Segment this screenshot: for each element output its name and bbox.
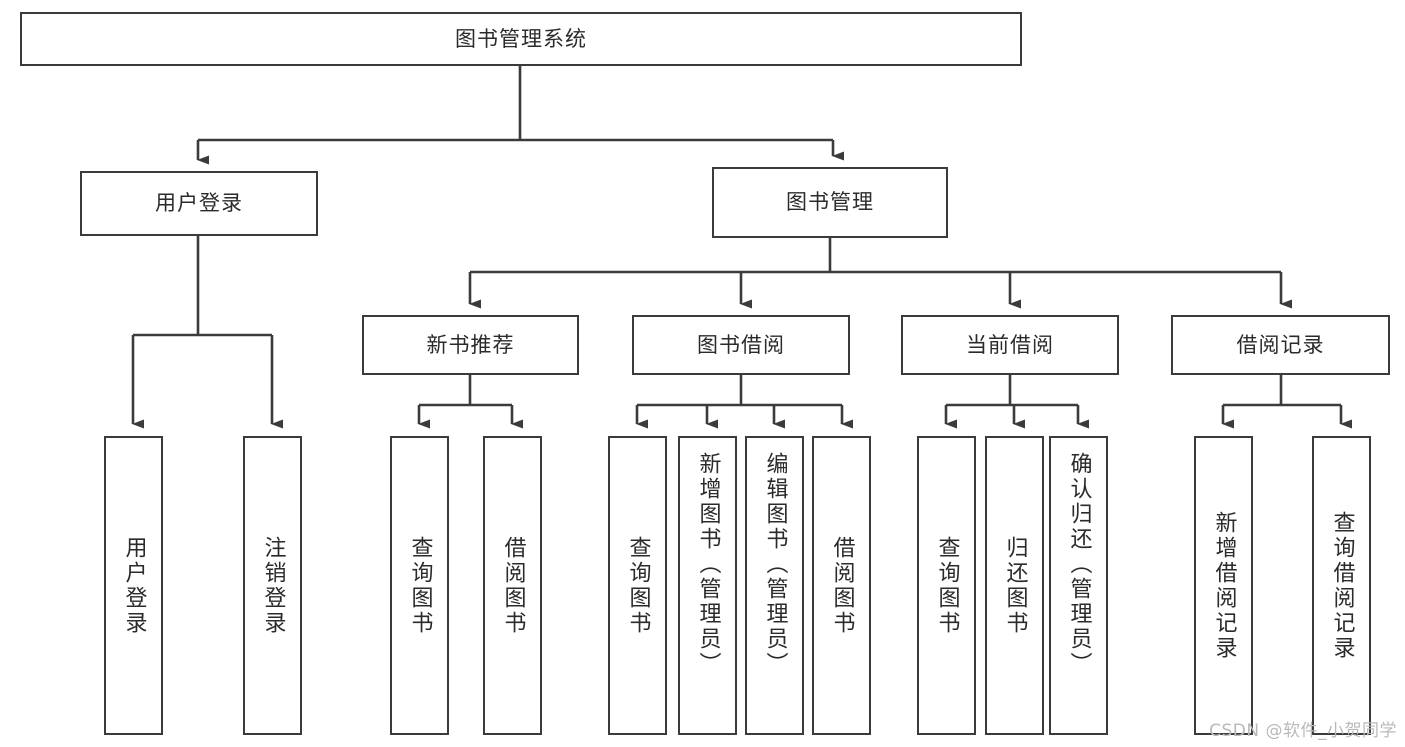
node-current-borrow-label: 当前借阅 [966,332,1054,357]
node-leaf-confirm-return[interactable]: 确认归还（管理员） [1049,436,1108,735]
node-user-login[interactable]: 用户登录 [80,171,318,236]
node-leaf-return-book-label: 归还图书 [1002,535,1028,636]
node-leaf-query-book-3[interactable]: 查询图书 [917,436,976,735]
node-leaf-query-book-2[interactable]: 查询图书 [608,436,667,735]
node-leaf-borrow-book-1-label: 借阅图书 [500,535,526,636]
watermark: CSDN @软件_小贺同学 [1209,721,1397,741]
node-leaf-return-book[interactable]: 归还图书 [985,436,1044,735]
node-leaf-query-book-1-label: 查询图书 [407,535,433,636]
node-leaf-query-book-3-label: 查询图书 [934,535,960,636]
node-new-book-recommend-label: 新书推荐 [426,332,515,357]
node-leaf-borrow-book-1[interactable]: 借阅图书 [483,436,542,735]
node-leaf-add-record-label: 新增借阅记录 [1211,510,1237,661]
node-leaf-add-book-label: 新增图书（管理员） [695,452,721,677]
node-leaf-query-book-2-label: 查询图书 [625,535,651,636]
node-leaf-borrow-book-2-label: 借阅图书 [829,535,855,636]
node-book-borrow-label: 图书借阅 [697,332,785,357]
node-leaf-query-record[interactable]: 查询借阅记录 [1312,436,1371,735]
node-borrow-record-label: 借阅记录 [1236,332,1325,357]
node-leaf-edit-book[interactable]: 编辑图书（管理员） [745,436,804,735]
node-borrow-record[interactable]: 借阅记录 [1171,315,1390,375]
node-leaf-logout[interactable]: 注销登录 [243,436,302,735]
node-leaf-user-login-label: 用户登录 [121,535,147,636]
node-book-borrow[interactable]: 图书借阅 [632,315,850,375]
node-leaf-borrow-book-2[interactable]: 借阅图书 [812,436,871,735]
node-root[interactable]: 图书管理系统 [20,12,1022,66]
node-leaf-query-record-label: 查询借阅记录 [1329,510,1355,661]
node-book-manage[interactable]: 图书管理 [712,167,948,238]
node-user-login-label: 用户登录 [155,191,243,216]
node-leaf-query-book-1[interactable]: 查询图书 [390,436,449,735]
node-root-label: 图书管理系统 [455,26,587,51]
node-leaf-user-login[interactable]: 用户登录 [104,436,163,735]
node-current-borrow[interactable]: 当前借阅 [901,315,1119,375]
node-leaf-logout-label: 注销登录 [260,535,286,636]
node-leaf-edit-book-label: 编辑图书（管理员） [762,452,788,677]
node-leaf-add-record[interactable]: 新增借阅记录 [1194,436,1253,735]
node-new-book-recommend[interactable]: 新书推荐 [362,315,579,375]
node-leaf-add-book[interactable]: 新增图书（管理员） [678,436,737,735]
node-book-manage-label: 图书管理 [786,190,874,215]
node-leaf-confirm-return-label: 确认归还（管理员） [1066,452,1092,677]
